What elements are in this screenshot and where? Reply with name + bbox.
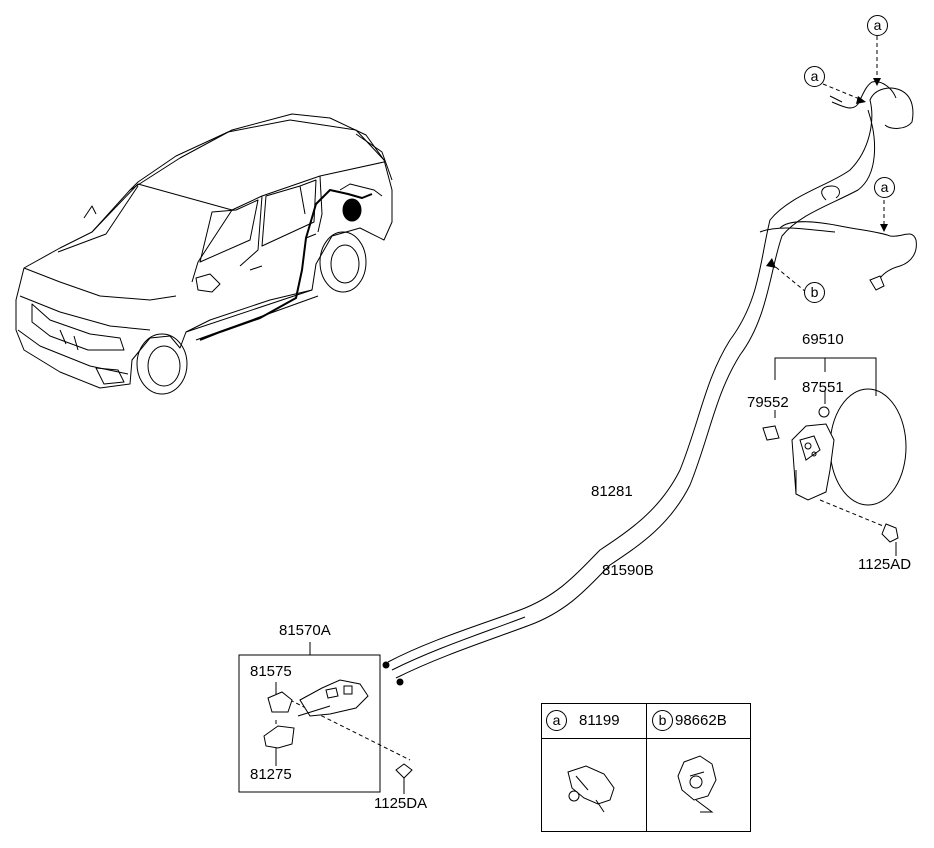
legend-divider — [646, 704, 647, 831]
part-label-79552: 79552 — [747, 394, 789, 411]
part-label-1125DA: 1125DA — [374, 795, 428, 812]
part-label-81275: 81275 — [250, 766, 292, 783]
latch-assembly — [238, 642, 413, 794]
legend-table: a 81199 b 98662B — [541, 703, 751, 832]
callout-a-right: a — [874, 177, 895, 198]
legend-part-b: 98662B — [675, 712, 727, 729]
callout-b: b — [804, 282, 825, 303]
part-label-81570A: 81570A — [279, 622, 331, 639]
legend-callout-b: b — [652, 710, 673, 731]
legend-clip-b-drawing — [677, 755, 717, 813]
legend-part-a: 81199 — [579, 712, 620, 729]
legend-callout-a: a — [546, 710, 567, 731]
car-illustration — [15, 113, 393, 395]
part-label-69510: 69510 — [802, 331, 844, 348]
callout-a-left: a — [804, 66, 825, 87]
part-label-81575: 81575 — [250, 663, 292, 680]
part-label-81281: 81281 — [591, 483, 633, 500]
legend-clip-a-drawing — [567, 765, 615, 813]
arrowheads — [766, 78, 888, 268]
fuel-door-assembly — [762, 357, 907, 556]
part-label-81590B: 81590B — [602, 562, 654, 579]
part-label-1125AD: 1125AD — [858, 556, 912, 573]
release-cables — [382, 81, 917, 686]
part-label-87551: 87551 — [802, 379, 844, 396]
callout-leaders — [289, 36, 889, 761]
callout-a-top: a — [867, 15, 888, 36]
